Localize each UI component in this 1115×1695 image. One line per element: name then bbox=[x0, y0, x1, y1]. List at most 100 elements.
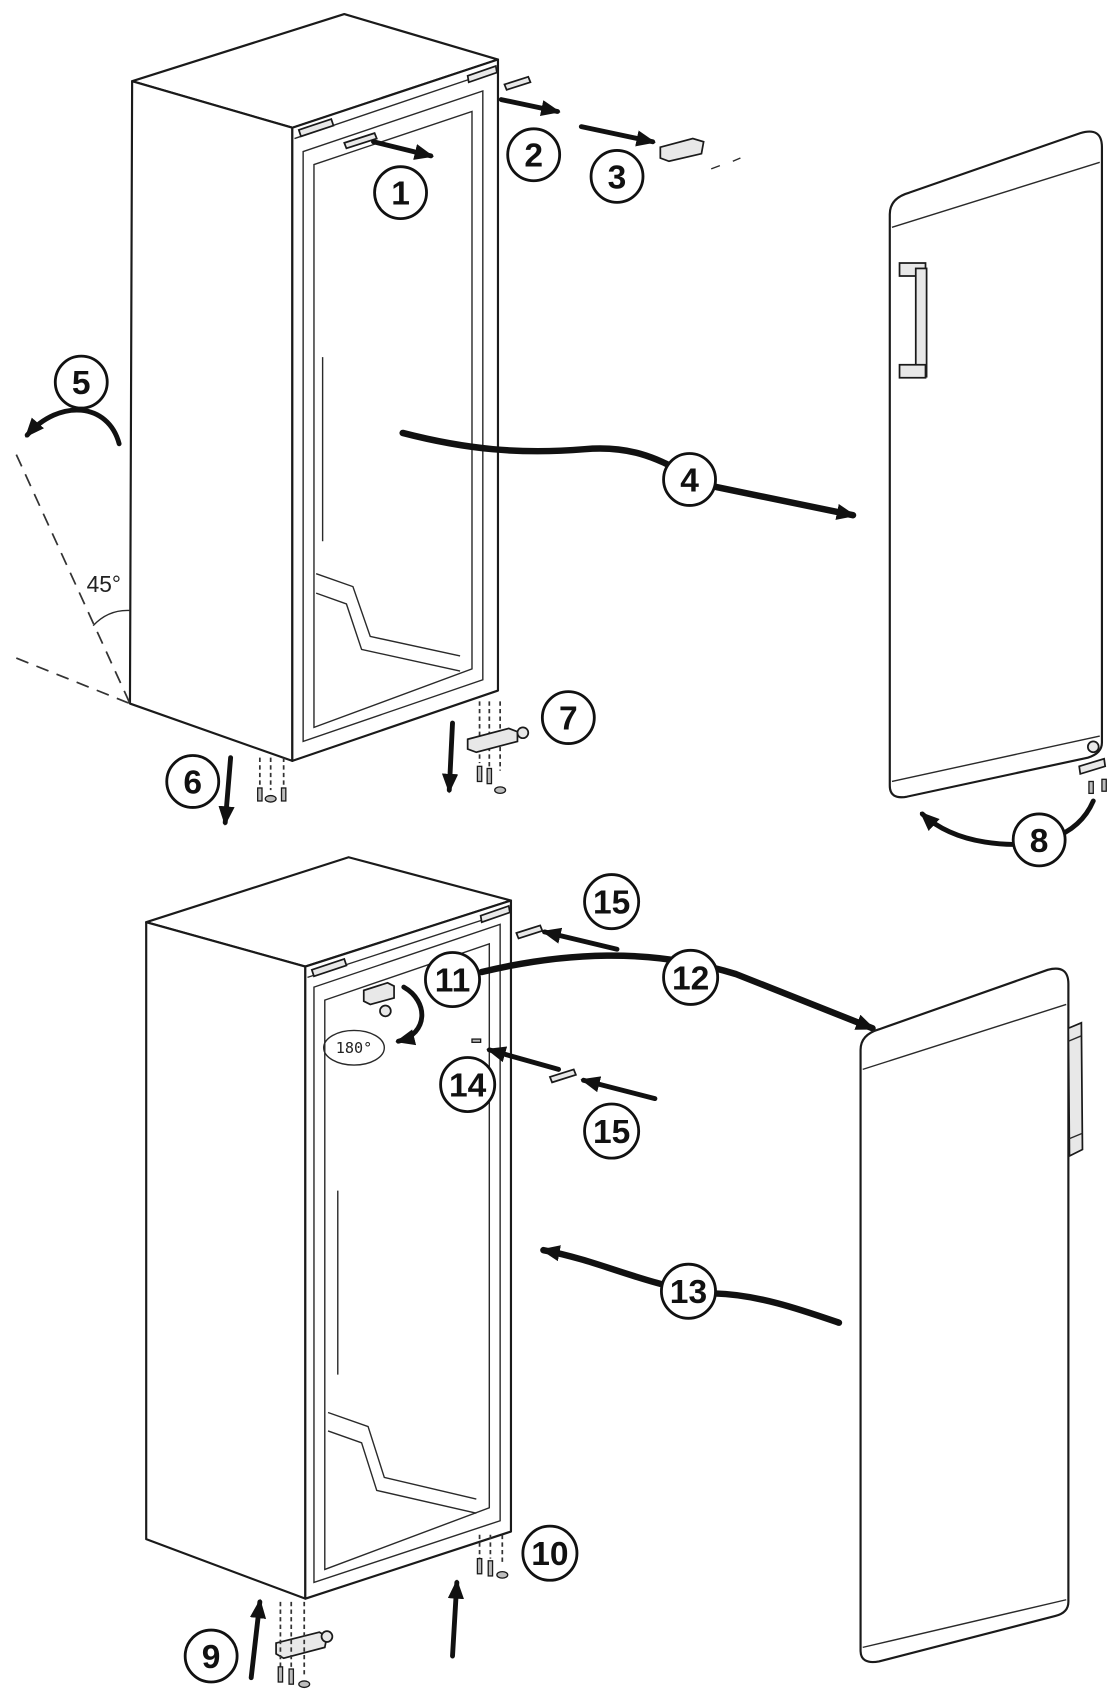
step-5-arrow bbox=[24, 407, 122, 447]
door-top-cap-line bbox=[862, 1003, 1067, 1071]
screw-part bbox=[1088, 780, 1094, 795]
floor-guide-line bbox=[15, 657, 131, 705]
step-13-label: 13 bbox=[670, 1274, 707, 1311]
step-7-marker: 7 bbox=[540, 690, 596, 745]
screw-part bbox=[476, 765, 483, 783]
door-gasket bbox=[313, 110, 473, 729]
step-3-group bbox=[578, 124, 741, 170]
step-15-bottom-arrow bbox=[580, 1076, 658, 1102]
door-opening-frame bbox=[302, 89, 484, 743]
cabinet-front-face bbox=[304, 899, 513, 1600]
step-2-group bbox=[498, 75, 561, 117]
screw-part bbox=[288, 1668, 295, 1685]
step-10-group bbox=[447, 1534, 509, 1659]
step-15-bottom-label: 15 bbox=[593, 1114, 630, 1151]
handle-bar bbox=[1067, 1021, 1084, 1158]
step-3-arrow bbox=[578, 124, 656, 147]
screw-part bbox=[476, 1557, 483, 1575]
hinge-cover-part bbox=[343, 132, 378, 150]
step-7-arrow bbox=[441, 720, 459, 794]
step-marker-circle bbox=[373, 165, 428, 221]
rotation-angle-oval bbox=[323, 1029, 386, 1066]
door-handle bbox=[898, 262, 928, 379]
step-marker-circle bbox=[662, 452, 717, 507]
step-9-marker: 9 bbox=[183, 1628, 239, 1684]
step-2-marker: 2 bbox=[506, 127, 562, 183]
step-10-label: 10 bbox=[531, 1536, 568, 1573]
top-hinge-cover-right bbox=[466, 64, 498, 84]
tilt-angle-arc bbox=[92, 609, 130, 627]
step-marker-circle bbox=[589, 149, 645, 204]
handle-mount-bottom bbox=[898, 363, 927, 379]
screw-part bbox=[277, 1666, 284, 1683]
step-14-arrow bbox=[486, 1046, 562, 1072]
step-9-group bbox=[248, 1598, 334, 1689]
door-panel bbox=[859, 967, 1070, 1664]
step-marker-circle bbox=[521, 1524, 579, 1582]
step-marker-circle bbox=[583, 873, 641, 931]
step-15-bottom-group bbox=[548, 1068, 658, 1102]
washer-part bbox=[494, 786, 507, 795]
step-1-label: 1 bbox=[391, 176, 410, 213]
step-marker-circle bbox=[583, 1102, 641, 1160]
hinge-pin bbox=[320, 1630, 334, 1643]
washer-part bbox=[496, 1570, 509, 1579]
top-hinge-part bbox=[362, 981, 395, 1006]
door-bottom-trim-line bbox=[891, 735, 1100, 783]
step-11-group: 180° bbox=[323, 981, 425, 1066]
step-4-label: 4 bbox=[680, 462, 699, 499]
step-11-marker: 11 bbox=[424, 951, 481, 1009]
tilt-guide-line bbox=[15, 454, 131, 704]
step-9-arrow bbox=[248, 1598, 267, 1681]
step-marker-circle bbox=[439, 1056, 497, 1114]
rotation-angle-label: 180° bbox=[336, 1039, 372, 1057]
tilt-angle-label: 45° bbox=[87, 571, 121, 597]
step-12-marker: 12 bbox=[662, 948, 720, 1006]
step-1-marker: 1 bbox=[373, 165, 428, 221]
step-marker-circle bbox=[53, 354, 109, 410]
step-6-group bbox=[218, 755, 287, 826]
step-1-arrow bbox=[371, 139, 435, 160]
bottom-hinge-part bbox=[466, 727, 519, 754]
screw-part bbox=[486, 767, 493, 785]
step-13-marker: 13 bbox=[660, 1262, 717, 1320]
screw-part bbox=[471, 1038, 482, 1043]
step-marker-circle bbox=[662, 948, 720, 1006]
top-hinge-cover-left bbox=[310, 957, 348, 978]
step-14-label: 14 bbox=[449, 1067, 487, 1104]
bottom-shelf bbox=[315, 572, 461, 672]
hinge-pin bbox=[379, 1004, 392, 1018]
upper-door bbox=[888, 130, 1107, 799]
screw-part bbox=[1101, 778, 1107, 792]
top-hinge-cover-right bbox=[479, 904, 511, 924]
step-marker-circle bbox=[1011, 812, 1067, 868]
step-marker-circle bbox=[506, 127, 562, 183]
step-6-arrow bbox=[218, 755, 235, 826]
step-5-label: 5 bbox=[72, 365, 91, 402]
step-14-marker: 14 bbox=[439, 1056, 497, 1114]
step-15-top-marker: 15 bbox=[583, 873, 641, 931]
cabinet-side-face bbox=[145, 921, 307, 1600]
screw-part bbox=[280, 787, 287, 802]
step-7-label: 7 bbox=[559, 701, 578, 738]
step-15-top-label: 15 bbox=[593, 885, 630, 922]
step-marker-circle bbox=[540, 690, 596, 745]
door-panel bbox=[888, 130, 1104, 799]
step-5-group: 45° bbox=[15, 407, 131, 705]
step-10-marker: 10 bbox=[521, 1524, 579, 1582]
door-top-cap-line bbox=[891, 161, 1100, 228]
step-15-top-arrow bbox=[541, 927, 620, 952]
handle-mount-top bbox=[1068, 1035, 1082, 1042]
step-6-label: 6 bbox=[183, 764, 202, 801]
door-pin-part bbox=[1086, 740, 1100, 754]
rotate-arrow bbox=[395, 984, 425, 1046]
step-14-group bbox=[471, 1038, 562, 1072]
washer-part bbox=[298, 1680, 311, 1689]
door-handle bbox=[1067, 1021, 1084, 1158]
step-5-marker: 5 bbox=[53, 354, 109, 410]
step-8-arrow bbox=[919, 798, 1096, 847]
door-bottom-trim-line bbox=[862, 1599, 1067, 1649]
washer-part bbox=[264, 794, 277, 803]
handle-bar bbox=[914, 267, 928, 378]
step-marker-circle bbox=[183, 1628, 239, 1684]
